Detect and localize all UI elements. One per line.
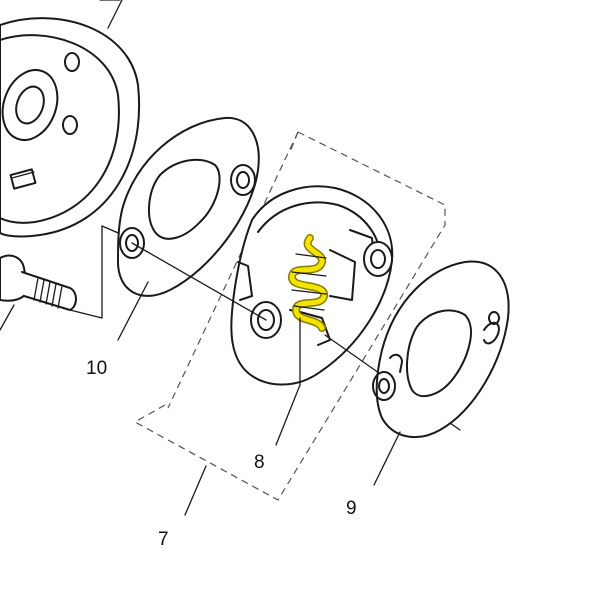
callout-7: 7 bbox=[158, 529, 169, 550]
callout-8: 8 bbox=[254, 452, 265, 473]
leader-line-10 bbox=[117, 281, 149, 341]
clutch-drum bbox=[0, 0, 141, 238]
leader-line-9 bbox=[373, 431, 401, 486]
leader-line-7 bbox=[184, 465, 207, 516]
gasket-plate-9 bbox=[372, 260, 510, 439]
leader-line-8 bbox=[275, 317, 301, 446]
callout-9: 9 bbox=[346, 498, 357, 519]
callout-10: 10 bbox=[86, 358, 107, 379]
clutch-bolt bbox=[0, 254, 77, 331]
washer-plate-10 bbox=[117, 116, 260, 297]
clutch-spring-8 bbox=[288, 234, 328, 332]
